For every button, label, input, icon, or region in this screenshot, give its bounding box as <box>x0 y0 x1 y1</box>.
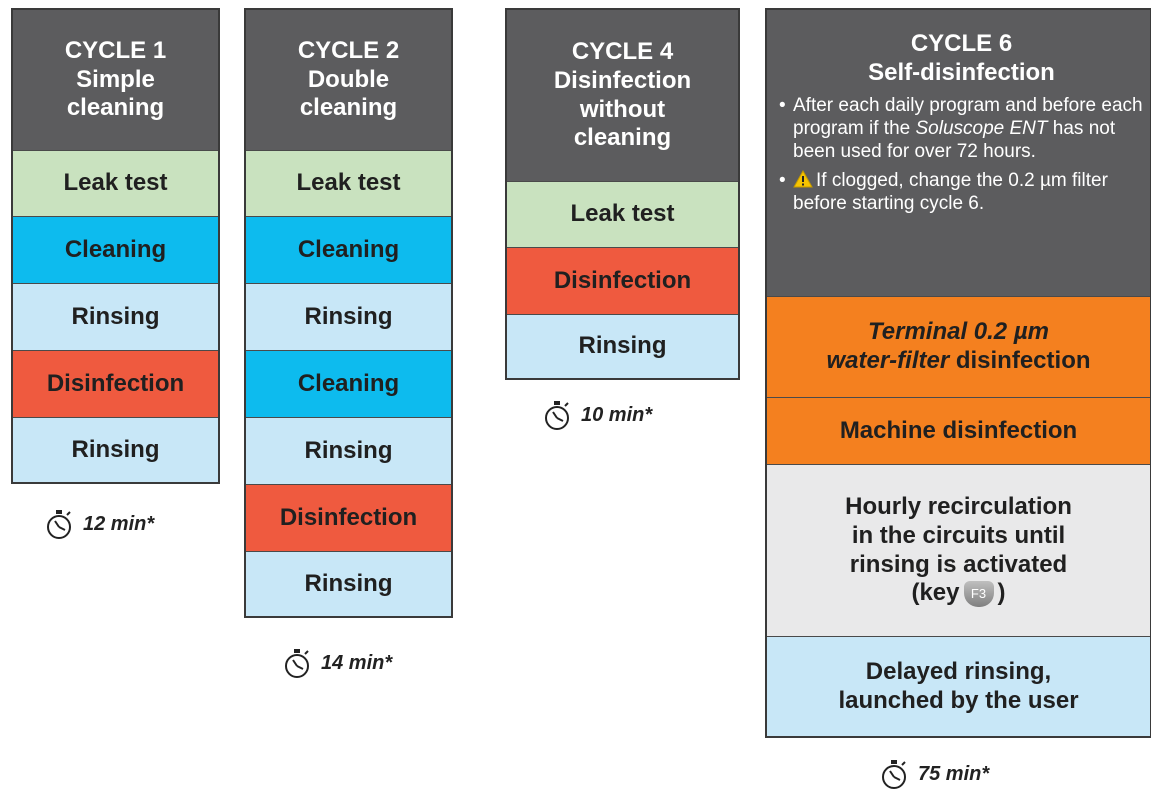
cycle-1-step-rinsing: Rinsing <box>13 284 218 351</box>
note-usage-part-1: After each daily program and before each… <box>793 94 1143 139</box>
stopwatch-icon <box>47 510 71 539</box>
cycle-1-time: 12 min* <box>83 512 155 535</box>
cycle-6-note-usage: • After each daily program and before ea… <box>779 94 1144 164</box>
note-filter-body: If clogged, change the 0.2 µm filter bef… <box>793 170 1108 215</box>
cycle-1-subtitle-line-1: Simple <box>76 65 155 93</box>
cycle-2-step-rinsing: Rinsing <box>246 284 451 351</box>
cycle-6-step-recirculation: Hourly recirculation in the circuits unt… <box>767 465 1150 637</box>
cycle-4-header: CYCLE 4 Disinfection without cleaning <box>507 10 738 182</box>
recirculation-line-1: Hourly recirculation <box>845 492 1072 520</box>
cycle-4-step-leak-test: Leak test <box>507 182 738 248</box>
cycle-2-step-rinsing-final: Rinsing <box>246 552 451 616</box>
cycle-1-title: CYCLE 1 <box>64 36 167 64</box>
recirculation-line-2: in the circuits until <box>851 521 1066 549</box>
cycle-4-title: CYCLE 4 <box>571 37 674 65</box>
cycle-4-subtitle-line-3: cleaning <box>573 124 672 152</box>
stopwatch-icon <box>545 401 569 430</box>
filter-disinfection-rest: disinfection <box>949 347 1091 374</box>
cycle-4-subtitle-line-1: Disinfection <box>553 66 692 94</box>
cycle-4-subtitle-line-2: without <box>579 95 666 123</box>
cycle-1-step-disinfection: Disinfection <box>13 351 218 418</box>
cycle-6-title: CYCLE 6 <box>910 30 1013 57</box>
warning-icon <box>793 170 813 188</box>
bullet: • <box>779 94 786 116</box>
cycle-4-step-disinfection: Disinfection <box>507 248 738 315</box>
cycle-2-column: CYCLE 2 Double cleaning Leak test Cleani… <box>244 8 453 618</box>
cycle-2-step-cleaning-second: Cleaning <box>246 351 451 418</box>
cycle-4-duration: 10 min* <box>543 398 652 432</box>
cycle-6-step-filter-disinfection: Terminal 0.2 µm water-filter disinfectio… <box>767 297 1150 398</box>
filter-disinfection-italic: water-filter <box>826 347 950 374</box>
cycle-2-step-rinsing-second: Rinsing <box>246 418 451 485</box>
cycle-4-time: 10 min* <box>581 403 653 426</box>
bullet: • <box>779 170 786 192</box>
cycle-1-step-cleaning: Cleaning <box>13 217 218 284</box>
cycle-6-note-filter: • If clogged, change the 0.2 µm filter b… <box>779 169 1144 215</box>
cycle-1-duration: 12 min* <box>45 507 154 541</box>
delayed-rinsing-line-1: Delayed rinsing, <box>865 657 1052 685</box>
cycle-2-subtitle-line-1: Double <box>307 65 390 93</box>
cycle-1-step-leak-test: Leak test <box>13 151 218 217</box>
key-prefix: (key <box>911 579 960 607</box>
cycle-6-step-delayed-rinsing: Delayed rinsing, launched by the user <box>767 637 1150 736</box>
note-usage-part-2: has not been used for over 72 hours. <box>793 117 1116 162</box>
stopwatch-icon <box>882 760 906 789</box>
cycle-2-header: CYCLE 2 Double cleaning <box>246 10 451 151</box>
filter-disinfection-line-1: Terminal 0.2 µm <box>867 318 1049 346</box>
cycle-1-subtitle-line-2: cleaning <box>66 94 165 122</box>
cycle-6-duration: 75 min* <box>880 757 989 791</box>
stopwatch-icon <box>285 649 309 678</box>
cycle-6-note-usage-text: After each daily program and before each… <box>793 94 1144 164</box>
cycle-2-step-disinfection: Disinfection <box>246 485 451 552</box>
cycle-4-column: CYCLE 4 Disinfection without cleaning Le… <box>505 8 740 380</box>
note-usage-product: Soluscope ENT <box>915 117 1048 139</box>
cycle-6-header: CYCLE 6 Self-disinfection • After each d… <box>767 10 1150 297</box>
cycle-1-step-rinsing-final: Rinsing <box>13 418 218 482</box>
cycle-2-step-cleaning: Cleaning <box>246 217 451 284</box>
cycle-6-subtitle: Self-disinfection <box>868 58 1055 86</box>
recirculation-line-3: rinsing is activated <box>849 550 1068 578</box>
cycle-2-subtitle-line-2: cleaning <box>299 94 398 122</box>
key-suffix: ) <box>997 579 1006 607</box>
cycle-6-column: CYCLE 6 Self-disinfection • After each d… <box>765 8 1151 738</box>
cycle-1-column: CYCLE 1 Simple cleaning Leak test Cleani… <box>11 8 220 484</box>
cycle-2-title: CYCLE 2 <box>297 36 400 64</box>
cycle-6-step-machine-disinfection: Machine disinfection <box>767 398 1150 465</box>
cycle-2-step-leak-test: Leak test <box>246 151 451 217</box>
filter-disinfection-line-2: water-filter disinfection <box>826 347 1090 376</box>
cycle-2-time: 14 min* <box>321 651 393 674</box>
cycle-4-step-rinsing: Rinsing <box>507 315 738 378</box>
cycle-2-duration: 14 min* <box>283 646 392 680</box>
delayed-rinsing-line-2: launched by the user <box>838 686 1079 714</box>
cycle-1-header: CYCLE 1 Simple cleaning <box>13 10 218 151</box>
f3-key-icon: F3 <box>963 580 994 607</box>
cycle-6-note-filter-text: If clogged, change the 0.2 µm filter bef… <box>793 169 1144 215</box>
cycle-6-time: 75 min* <box>918 762 990 785</box>
